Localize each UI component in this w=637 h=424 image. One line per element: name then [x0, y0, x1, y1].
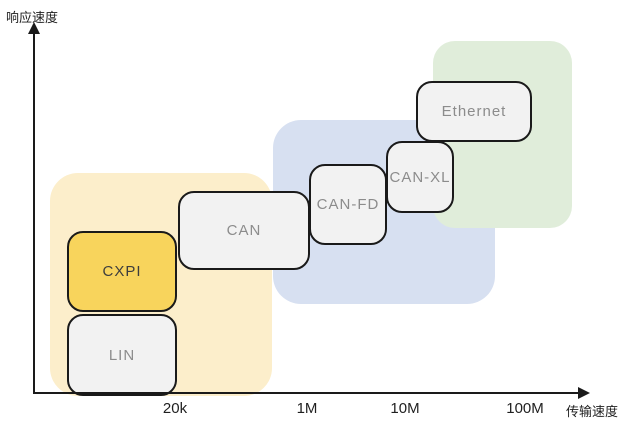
node-cxpi-highlighted: CXPI [67, 231, 177, 312]
y-axis-arrow-icon [28, 22, 40, 34]
x-tick-20k: 20k [162, 400, 188, 417]
x-axis-line [33, 392, 581, 394]
y-axis-line [33, 30, 35, 394]
node-can-fd: CAN-FD [309, 164, 387, 245]
node-can-xl-label: CAN-XL [389, 168, 451, 186]
node-ethernet: Ethernet [416, 81, 532, 142]
node-can-label: CAN [226, 222, 262, 239]
x-tick-1m: 1M [296, 400, 318, 417]
x-axis-label: 传输速度 [566, 404, 619, 419]
node-lin: LIN [67, 314, 177, 396]
y-axis-label: 响应速度 [6, 10, 59, 25]
node-ethernet-label: Ethernet [441, 103, 507, 120]
node-can-xl: CAN-XL [386, 141, 454, 213]
x-tick-100m: 100M [506, 400, 544, 417]
node-can-fd-label: CAN-FD [316, 196, 380, 213]
node-cxpi-label: CXPI [102, 263, 142, 280]
x-tick-10m: 10M [390, 400, 420, 417]
x-axis-arrow-icon [578, 387, 590, 399]
node-lin-label: LIN [108, 346, 136, 364]
node-can: CAN [178, 191, 310, 270]
